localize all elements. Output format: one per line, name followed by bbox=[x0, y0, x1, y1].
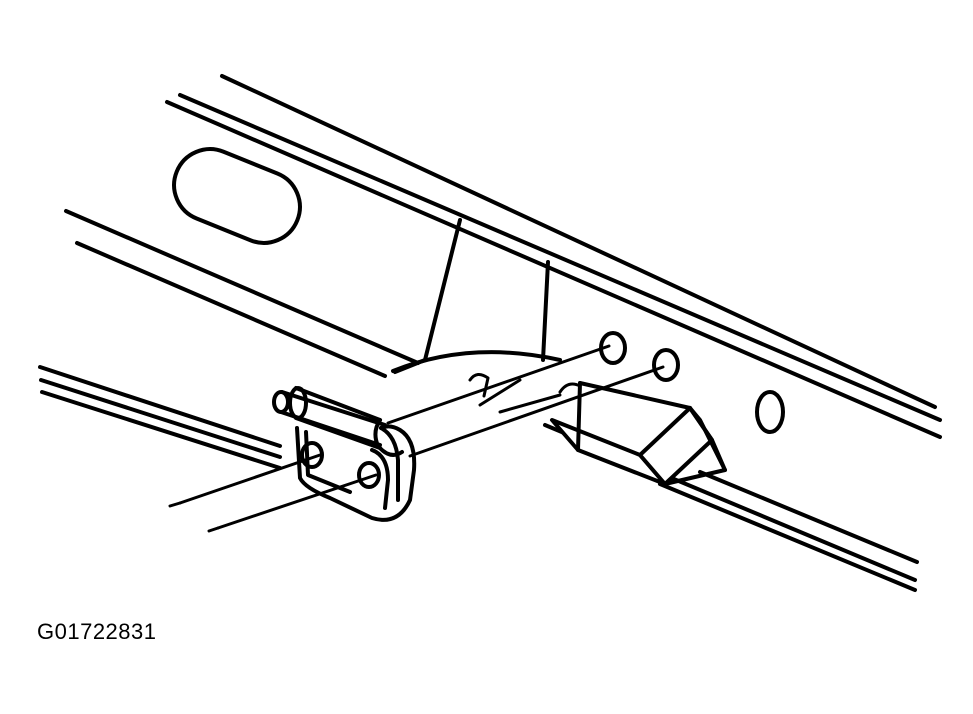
guide-lines bbox=[478, 378, 562, 414]
bracket-gusset bbox=[391, 218, 562, 374]
latch-block bbox=[550, 381, 727, 486]
slot-opening bbox=[172, 147, 302, 245]
hinge-assembly bbox=[272, 386, 417, 522]
alignment-lines bbox=[168, 344, 665, 533]
upper-rail bbox=[165, 74, 942, 439]
bottom-rail bbox=[38, 365, 917, 592]
mounting-holes bbox=[468, 331, 785, 434]
figure-id-label: G01722831 bbox=[37, 619, 157, 644]
lower-panel-edges bbox=[64, 209, 919, 582]
